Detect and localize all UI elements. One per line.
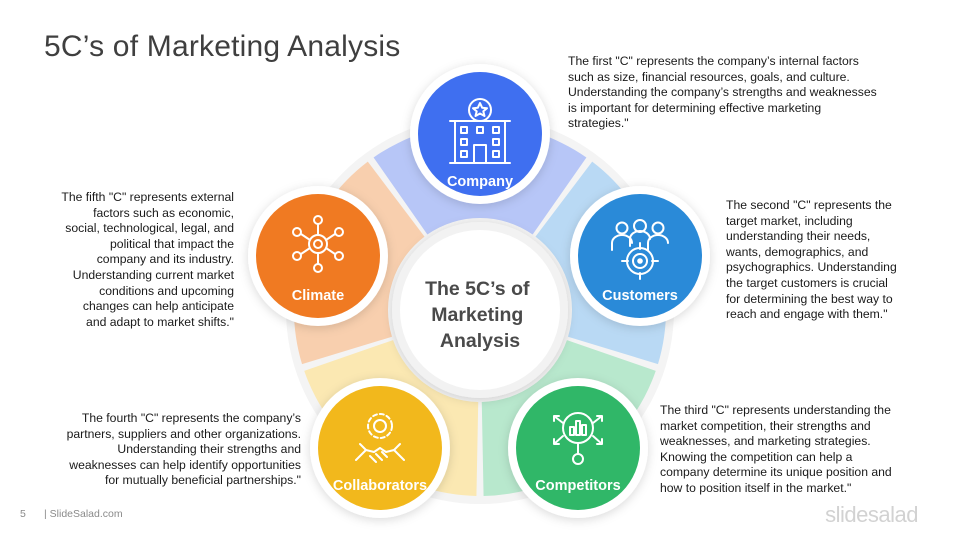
center-inner-circle — [400, 230, 560, 390]
slide-title: 5C’s of Marketing Analysis — [44, 30, 401, 63]
company-label: Company — [447, 174, 513, 190]
competitors-description-line: market competition, their strengths and — [660, 418, 871, 433]
climate-description-line: changes can help anticipate — [82, 299, 234, 314]
customers-label: Customers — [602, 288, 678, 304]
climate-network-icon — [292, 215, 344, 273]
footer-site-link[interactable]: | SlideSalad.com — [44, 508, 123, 520]
c-node-company: Company — [410, 64, 550, 204]
c-node-customers: Customers — [570, 186, 710, 326]
company-description-line: such as size, financial resources, goals… — [568, 69, 850, 84]
company-description-line: The first "C" represents the company’s i… — [568, 54, 859, 68]
brand-logo-text: slidesalad — [825, 502, 918, 527]
customers-description: The second "C" represents the target mar… — [726, 198, 897, 323]
competitors-analysis-icon — [553, 412, 603, 465]
competitors-description-line: The third "C" represents understanding t… — [660, 403, 891, 417]
collaborators-description-line: Understanding their strengths and — [117, 442, 301, 457]
collaborators-description-line: for mutually beneficial partnerships." — [104, 473, 301, 488]
climate-description-line: political that impact the — [110, 236, 234, 251]
company-building-icon — [449, 98, 511, 164]
climate-label: Climate — [292, 288, 344, 304]
customers-description-line: for determining the best way to — [726, 291, 893, 306]
center-label-line-1: The 5C’s of — [425, 278, 530, 300]
competitors-description-line: how to position itself in the market." — [660, 480, 852, 495]
center-label-line-3: Analysis — [440, 330, 520, 352]
climate-description-line: conditions and upcoming — [99, 283, 234, 298]
center-hub: The 5C’s of Marketing Analysis — [392, 222, 568, 398]
collaborators-description: The fourth "C" represents the company’s … — [67, 411, 301, 489]
collaborators-description-line: The fourth "C" represents the company’s — [81, 411, 301, 425]
climate-description-line: factors such as economic, — [93, 205, 234, 220]
competitors-description-line: Knowing the competition can help a — [660, 449, 853, 464]
climate-description-line: Understanding current market — [72, 267, 234, 282]
climate-description-line: and adapt to market shifts." — [86, 314, 234, 329]
climate-description: The fifth "C" represents external factor… — [61, 190, 234, 330]
customers-description-line: target market, including — [726, 213, 853, 228]
center-label-line-2: Marketing — [431, 304, 523, 326]
competitors-description: The third "C" represents understanding t… — [660, 403, 892, 497]
company-description: The first "C" represents the company’s i… — [568, 54, 877, 132]
customers-description-line: understanding their needs, — [726, 229, 871, 244]
customers-target-icon — [611, 219, 669, 280]
company-description-line: strategies." — [568, 116, 629, 131]
customers-description-line: wants, demographics, and — [726, 244, 869, 259]
page-number: 5 — [20, 508, 26, 520]
collaborators-description-line: partners, suppliers and other organizati… — [66, 426, 301, 441]
collaborators-description-line: weaknesses can help identify opportuniti… — [69, 457, 301, 472]
center-label: The 5C’s of Marketing Analysis — [425, 278, 535, 352]
climate-description-line: social, technological, legal, and — [65, 221, 234, 236]
customers-description-line: reach and engage with them." — [726, 307, 888, 322]
c-node-climate: Climate — [248, 186, 388, 326]
customers-description-line: psychographics. Understanding — [726, 260, 897, 275]
customers-description-line: the target customers is crucial — [726, 275, 888, 290]
customers-node-circle — [578, 194, 702, 318]
competitors-description-line: weaknesses, and marketing strategies. — [660, 434, 871, 449]
climate-description-line: The fifth "C" represents external — [61, 190, 234, 204]
climate-description-line: company and its industry. — [96, 252, 234, 267]
collaborators-handshake-icon — [355, 413, 405, 463]
company-description-line: Understanding the company’s strengths an… — [568, 85, 877, 100]
customers-description-line: The second "C" represents the — [726, 198, 892, 212]
c-node-collaborators: Collaborators — [310, 378, 450, 518]
company-description-line: is important for determining effective m… — [568, 100, 822, 115]
c-node-competitors: Competitors — [508, 378, 648, 518]
collaborators-label: Collaborators — [333, 478, 427, 494]
competitors-label: Competitors — [535, 478, 620, 494]
competitors-description-line: company determine its unique position an… — [660, 465, 892, 480]
